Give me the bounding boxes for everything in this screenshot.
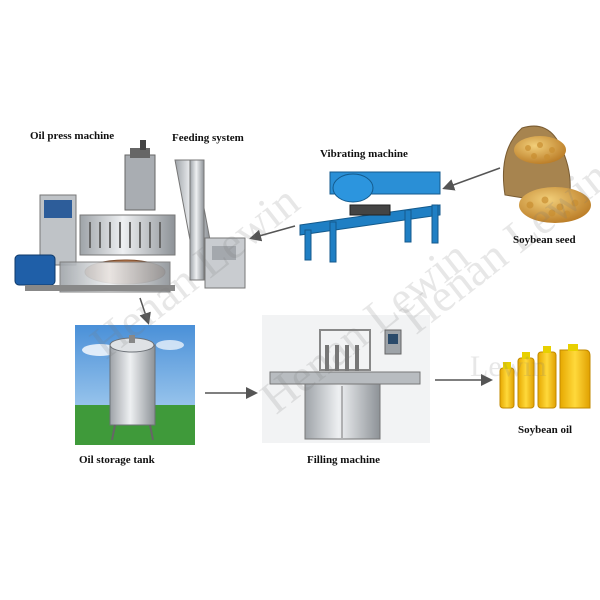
label-feeding-system: Feeding system xyxy=(172,132,244,144)
arrow-seed-to-vibrating xyxy=(442,167,501,191)
label-oil-storage-tank: Oil storage tank xyxy=(79,454,155,466)
soybean-seed-image xyxy=(502,125,591,223)
label-filling-machine: Filling machine xyxy=(307,454,381,466)
label-soybean-seed: Soybean seed xyxy=(513,234,576,246)
flow-arrows xyxy=(139,167,501,399)
oil-storage-tank-image xyxy=(75,325,195,445)
vibrating-machine-image xyxy=(299,171,441,263)
arrow-vibrating-to-feeding xyxy=(249,225,296,242)
arrow-press-to-tank xyxy=(139,297,151,325)
label-vibrating-machine: Vibrating machine xyxy=(320,148,408,160)
label-oil-press: Oil press machine xyxy=(30,130,115,142)
feeding-system-image xyxy=(174,159,246,289)
label-soybean-oil: Soybean oil xyxy=(518,424,573,436)
oil-press-machine-image xyxy=(14,140,176,293)
soybean-oil-image xyxy=(499,344,591,409)
filling-machine-image xyxy=(262,315,430,443)
